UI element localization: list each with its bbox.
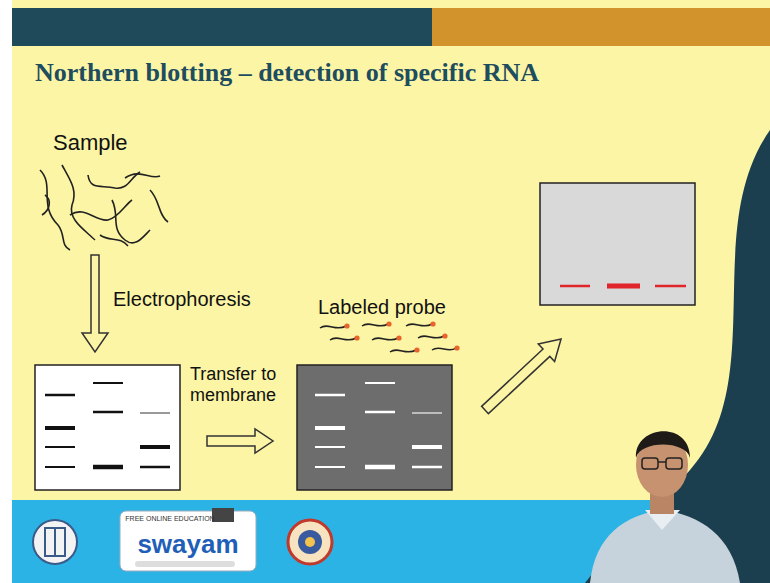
- labeled-probe: [414, 347, 419, 352]
- institute-logo: [33, 520, 77, 564]
- rna-sample: [125, 174, 160, 178]
- gel-image: [140, 466, 170, 469]
- logo-wordmark: swayam: [137, 530, 238, 560]
- labeled-probe: [362, 324, 388, 326]
- nptel-logo: [298, 530, 322, 554]
- membrane-image: [412, 445, 442, 449]
- rna-sample: [150, 190, 168, 222]
- presenter: [590, 431, 740, 583]
- rna-sample: [62, 165, 95, 240]
- labeled-probe: [330, 338, 356, 340]
- institute-logo: [54, 528, 56, 556]
- slide-ground: [12, 0, 770, 583]
- membrane-image: [365, 382, 395, 384]
- header-bar: [432, 8, 770, 46]
- step-label: Electrophoresis: [113, 288, 251, 311]
- labeled-probe: [454, 345, 459, 350]
- process-arrow: [477, 330, 569, 418]
- blot-result: [540, 183, 695, 305]
- swayam-logo: [135, 561, 235, 567]
- swayam-logo: [212, 508, 234, 522]
- nptel-logo: [288, 520, 332, 564]
- step-label: Transfer to membrane: [190, 364, 290, 405]
- membrane-image: [315, 426, 345, 430]
- swayam-logo: [120, 511, 256, 571]
- gel-image: [140, 445, 170, 449]
- membrane-image: [412, 412, 442, 414]
- membrane-image: [365, 411, 395, 414]
- gel-image: [93, 411, 123, 414]
- labeled-probe: [320, 326, 346, 328]
- rna-sample: [42, 195, 49, 215]
- step-label: Sample: [53, 130, 128, 155]
- labeled-probe: [430, 321, 435, 326]
- gel-image: [35, 365, 180, 490]
- presenter: [642, 458, 682, 469]
- labeled-probe: [344, 321, 459, 352]
- step-label: Labeled probe: [318, 296, 446, 319]
- labeled-probe: [396, 335, 401, 340]
- membrane-image: [297, 365, 452, 490]
- gel-image: [45, 466, 75, 468]
- presenter: [636, 431, 690, 458]
- header-bar: [12, 8, 432, 46]
- labeled-probe: [418, 336, 444, 338]
- nptel-logo: [288, 520, 332, 564]
- slide-title: Northern blotting – detection of specifi…: [35, 58, 539, 88]
- presenter: [658, 461, 666, 463]
- gel-image: [45, 394, 75, 397]
- membrane-image: [315, 446, 345, 448]
- nptel-logo: [305, 537, 315, 547]
- institute-logo: [45, 528, 65, 556]
- membrane-image: [315, 383, 442, 467]
- gel-image: [93, 382, 123, 384]
- institute-logo: [33, 520, 77, 564]
- rna-sample: [70, 200, 132, 220]
- membrane-image: [412, 466, 442, 469]
- gel-image: [140, 412, 170, 414]
- labeled-probe: [390, 350, 416, 352]
- blot-result: [540, 183, 695, 305]
- blot-result: [607, 284, 640, 289]
- labeled-probe: [442, 333, 447, 338]
- labeled-probe: [320, 321, 460, 352]
- labeled-probe: [320, 324, 456, 352]
- swayam-logo: [120, 508, 256, 571]
- labeled-probe: [432, 348, 456, 350]
- rna-sample: [40, 170, 70, 250]
- membrane-image: [365, 465, 395, 470]
- rna-sample: [40, 165, 168, 250]
- labeled-probe: [386, 321, 391, 326]
- presenter: [666, 458, 682, 469]
- gel-image: [45, 426, 75, 430]
- presenter: [642, 458, 658, 469]
- process-arrow: [82, 255, 108, 352]
- gel-image: [93, 465, 123, 470]
- gel-image: [45, 446, 75, 448]
- presenter: [590, 510, 740, 583]
- gel-image: [45, 383, 170, 467]
- rna-sample: [100, 235, 128, 246]
- rna-sample: [112, 200, 150, 243]
- blot-result: [655, 285, 686, 288]
- membrane-image: [315, 466, 345, 468]
- labeled-probe: [354, 335, 359, 340]
- labeled-probe: [406, 324, 432, 326]
- logo-tagline: FREE ONLINE EDUCATION: [125, 515, 214, 523]
- process-arrow: [207, 429, 273, 453]
- membrane-image: [315, 394, 345, 397]
- labeled-probe: [372, 338, 398, 340]
- blot-result: [560, 285, 590, 288]
- process-arrow: [477, 330, 569, 418]
- membrane-image: [297, 365, 452, 490]
- labeled-probe: [344, 323, 349, 328]
- gel-image: [35, 365, 180, 490]
